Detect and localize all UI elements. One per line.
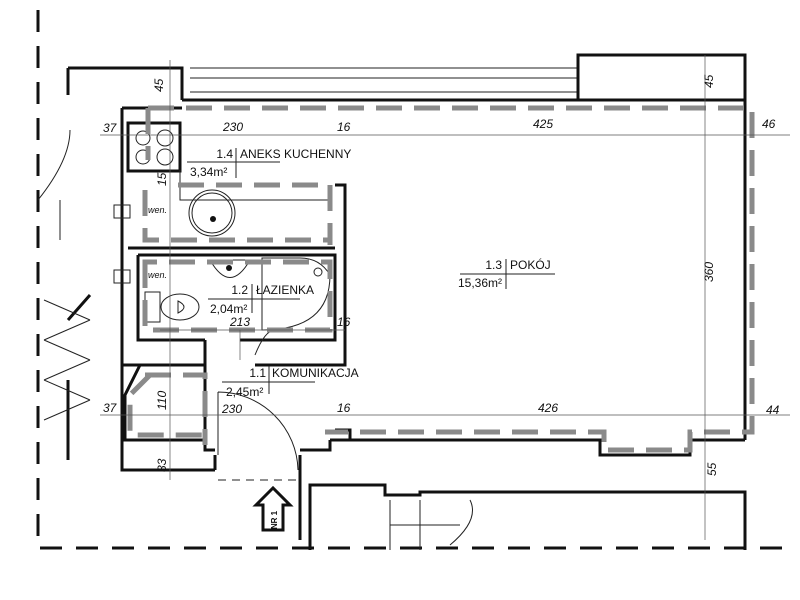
dimension-lines (100, 55, 790, 540)
room-area: 15,36m² (458, 276, 502, 290)
dim-text: 37 (103, 401, 118, 415)
room-area: 3,34m² (190, 165, 227, 179)
vent-label: wen. (148, 270, 167, 280)
top-wall (68, 53, 747, 440)
dim-text: 16 (337, 401, 351, 415)
lower-stairs (389, 499, 473, 550)
dim-text: 46 (762, 117, 776, 131)
dim-text: 45 (702, 74, 716, 88)
room-name: POKÓJ (510, 257, 551, 272)
dim-text: 230 (221, 402, 242, 416)
lower-building (308, 483, 747, 550)
bottom-wall (330, 438, 745, 457)
room-name: KOMUNIKACJA (272, 366, 359, 380)
kitchen-sink (188, 189, 236, 237)
entrance-arrow-icon: NR 1 (252, 485, 294, 532)
dim-text: 425 (533, 117, 553, 131)
room-number: 1.2 (231, 283, 248, 297)
dim-text: 16 (337, 120, 351, 134)
dim-text: 55 (705, 462, 719, 476)
vent-label: wen. (148, 205, 167, 215)
room-number: 1.1 (249, 366, 266, 380)
entrance-door (213, 329, 302, 540)
dim-text: 230 (222, 120, 243, 134)
room-label-bathroom: 1.2 ŁAZIENKA 2,04m² (208, 283, 314, 316)
dim-text: 16 (337, 315, 351, 329)
finish-line-room (145, 105, 755, 453)
dim-text: 213 (229, 315, 250, 329)
dim-text: 360 (702, 262, 716, 282)
room-number: 1.3 (485, 258, 502, 272)
room-label-corridor: 1.1 KOMUNIKACJA 2,45m² (222, 366, 359, 399)
room-area: 2,45m² (226, 385, 263, 399)
room-name: ANEKS KUCHENNY (240, 147, 351, 161)
dim-text: 426 (538, 401, 558, 415)
room-area: 2,04m² (210, 302, 247, 316)
dim-text: 33 (155, 458, 169, 472)
room-label-living-room: 1.3 POKÓJ 15,36m² (458, 257, 555, 290)
dim-text: 15 (155, 172, 169, 186)
entrance-label: NR 1 (270, 510, 279, 529)
dim-text: 45 (152, 78, 166, 92)
dim-text: 110 (155, 391, 169, 410)
dim-text: 44 (766, 403, 780, 417)
room-name: ŁAZIENKA (256, 283, 314, 297)
room-number: 1.4 (216, 147, 233, 161)
dim-text: 37 (103, 121, 118, 135)
room-label-kitchen: 1.4 ANEKS KUCHENNY 3,34m² (187, 147, 351, 179)
vent-ducts (113, 204, 131, 284)
dimension-labels: 45 45 37 230 16 425 46 15 213 16 360 37 … (103, 74, 780, 476)
